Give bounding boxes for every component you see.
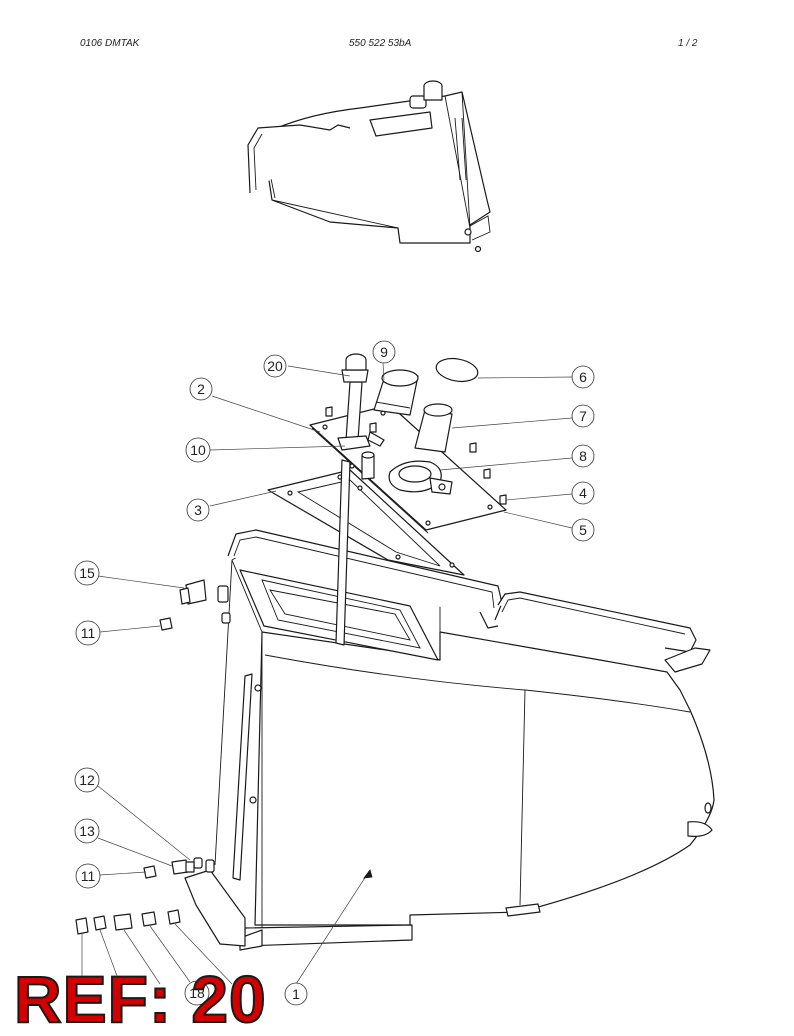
- overview-tank-assembly: [247, 80, 491, 253]
- svg-text:12: 12: [79, 772, 95, 788]
- svg-text:8: 8: [579, 448, 587, 464]
- part-6-cap-disc: [435, 357, 479, 383]
- svg-text:2: 2: [197, 381, 205, 397]
- callout-5: 5: [571, 518, 595, 542]
- part-10-tube: [361, 451, 375, 480]
- callout-12: 12: [74, 767, 100, 793]
- svg-text:18: 18: [189, 985, 205, 1001]
- callout-18: 18: [184, 980, 210, 1006]
- svg-text:10: 10: [190, 442, 206, 458]
- callout-15: 15: [74, 560, 100, 586]
- callout-10: 10: [185, 437, 211, 463]
- fittings-group: [75, 579, 207, 935]
- ref-label: REF: 20: [13, 962, 267, 1036]
- callout-6: 6: [571, 365, 595, 389]
- callout-9: 9: [372, 340, 396, 364]
- svg-text:11: 11: [81, 625, 96, 641]
- header-part-number: 550 522 53bA: [349, 38, 412, 49]
- part-20-filler-neck: [337, 353, 371, 451]
- svg-text:9: 9: [380, 344, 388, 360]
- callout-8: 8: [571, 444, 595, 468]
- callout-4: 4: [571, 481, 595, 505]
- leader-lines: [81, 362, 573, 985]
- callout-2: 2: [189, 377, 213, 401]
- part-4-5-bolts: [325, 406, 507, 505]
- callout-13: 13: [74, 818, 100, 844]
- callout-20: 20: [263, 354, 287, 378]
- callout-11-lower: 11: [75, 863, 101, 889]
- svg-text:15: 15: [79, 565, 95, 581]
- svg-text:13: 13: [79, 823, 95, 839]
- part-7-filter-housing: [414, 403, 453, 453]
- header-left-code: 0106 DMTAK: [80, 38, 140, 49]
- part-8-flange-ring: [388, 460, 453, 495]
- svg-text:1: 1: [292, 986, 300, 1002]
- callout-1: 1: [284, 982, 308, 1006]
- svg-text:6: 6: [579, 369, 587, 385]
- callout-3: 3: [186, 498, 210, 522]
- header-page-number: 1 / 2: [678, 38, 698, 49]
- svg-text:4: 4: [579, 485, 587, 501]
- callout-7: 7: [571, 404, 595, 428]
- svg-text:20: 20: [267, 358, 283, 374]
- svg-text:11: 11: [81, 868, 96, 884]
- callout-11-upper: 11: [75, 620, 101, 646]
- svg-text:3: 3: [194, 502, 202, 518]
- part-9-filter-element: [373, 369, 419, 416]
- svg-text:7: 7: [579, 408, 587, 424]
- svg-text:5: 5: [579, 522, 587, 538]
- part-1-tank-body: [184, 529, 715, 951]
